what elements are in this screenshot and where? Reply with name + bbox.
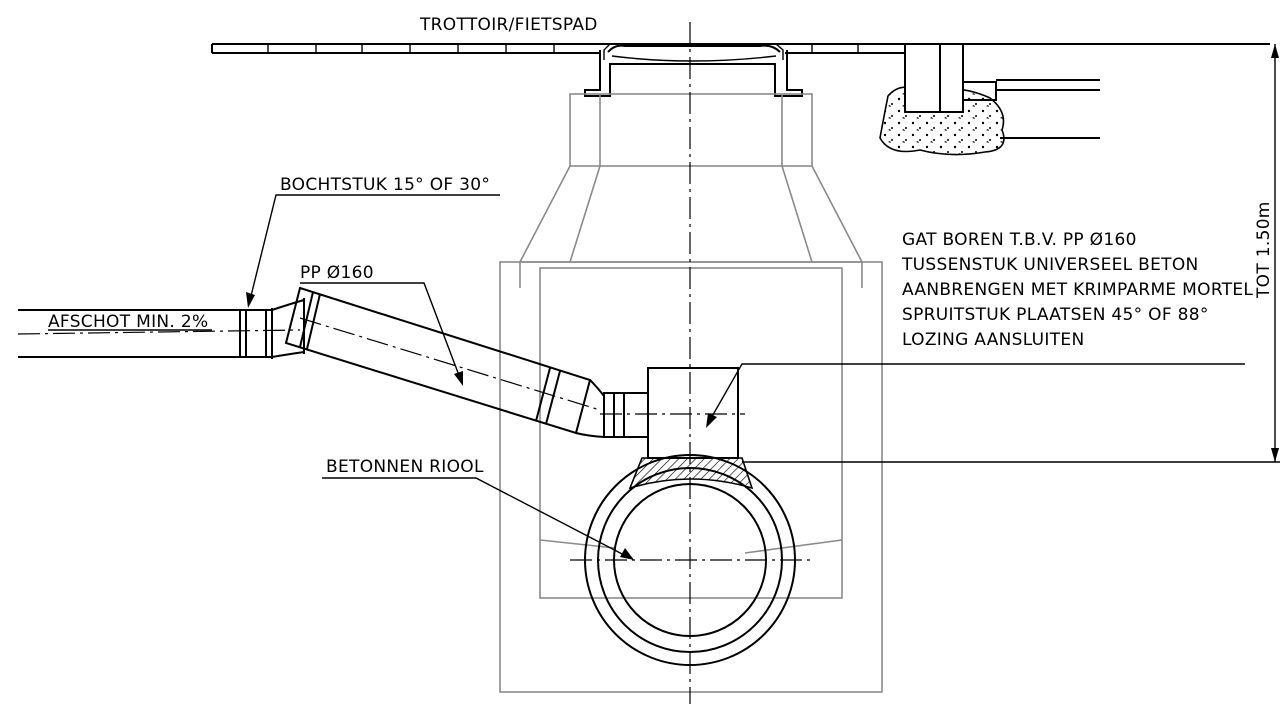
leaders	[48, 194, 1245, 560]
instruction-line: TUSSENSTUK UNIVERSEEL BETON	[901, 255, 1199, 275]
instruction-line: AANBRENGEN MET KRIMPARME MORTEL	[902, 280, 1253, 300]
instruction-line: GAT BOREN T.B.V. PP Ø160	[902, 230, 1137, 250]
gully-pot	[499, 93, 883, 693]
bend-label: BOCHTSTUK 15° OF 30°	[280, 175, 490, 195]
sewer-label: BETONNEN RIOOL	[326, 457, 484, 477]
instructions: GAT BOREN T.B.V. PP Ø160 TUSSENSTUK UNIV…	[901, 230, 1253, 350]
instruction-line: SPRUITSTUK PLAATSEN 45° OF 88°	[902, 305, 1209, 325]
sidewalk-surface	[211, 43, 1270, 54]
depth-dimension	[742, 44, 1280, 463]
slope-label: AFSCHOT MIN. 2%	[48, 312, 208, 332]
saddle-piece	[628, 367, 754, 490]
pipe-label: PP Ø160	[300, 263, 374, 283]
depth-label: TOT 1.50m	[1254, 201, 1274, 299]
sidewalk-label: TROTTOIR/FIETSPAD	[419, 15, 598, 35]
kerb-detail	[879, 43, 1100, 156]
instruction-line: LOZING AANSLUITEN	[902, 330, 1084, 350]
gully-frame	[584, 43, 803, 97]
incoming-pipe	[17, 286, 745, 438]
